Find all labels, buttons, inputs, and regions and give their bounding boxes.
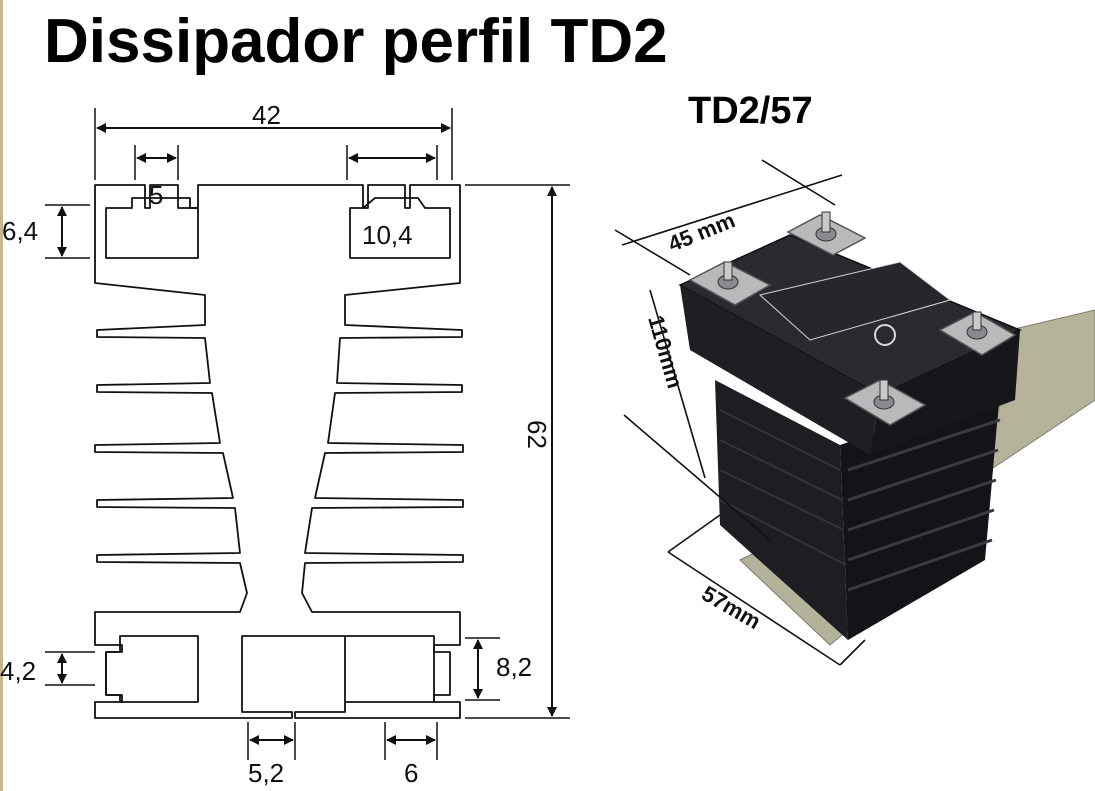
relay-top-face xyxy=(678,234,1022,396)
bottom-right-cavity xyxy=(345,635,435,703)
din-rail xyxy=(989,309,1095,472)
product-dim-depth-line xyxy=(667,551,841,666)
product-dim-length-line xyxy=(649,289,706,479)
product-dim-width-label: 45 mm xyxy=(665,207,739,256)
product-dim-width-line xyxy=(621,174,843,246)
model-label: TD2/57 xyxy=(688,90,813,132)
dim-depth-top-left-label: 6,4 xyxy=(2,216,38,246)
page-title: Dissipador perfil TD2 xyxy=(44,7,668,76)
terminal-4 xyxy=(843,379,927,426)
indicator-led xyxy=(874,324,896,346)
heatsink-profile-outline xyxy=(94,184,464,719)
dim-width-label: 42 xyxy=(252,100,281,130)
profile-drawing: 42 5 10,4 62 6,4 4,2 8,2 5,2 6 xyxy=(0,100,570,788)
dim-slot-bottom-center-label: 5,2 xyxy=(248,758,284,788)
top-right-slot xyxy=(349,197,451,259)
dim-slot-top-left-label: 5 xyxy=(149,180,163,210)
top-left-slot xyxy=(105,197,199,259)
product-dim-length-label: 110mm xyxy=(643,312,688,391)
terminal-1 xyxy=(688,261,772,306)
heatsink-body xyxy=(715,380,848,640)
terminal-3 xyxy=(938,311,1017,356)
dim-slot-top-right-label: 10,4 xyxy=(362,220,413,250)
dim-depth-bottom-left-label: 4,2 xyxy=(0,656,36,686)
dim-slot-bottom-right-label: 6 xyxy=(404,758,418,788)
bottom-left-cavity xyxy=(105,635,199,703)
left-border xyxy=(0,0,3,791)
dim-depth-bottom-right-label: 8,2 xyxy=(496,652,532,682)
product-dim-depth-label: 57mm xyxy=(698,581,766,634)
dim-height-label: 62 xyxy=(522,420,552,449)
relay-label xyxy=(758,261,952,341)
terminal-2 xyxy=(786,214,867,256)
